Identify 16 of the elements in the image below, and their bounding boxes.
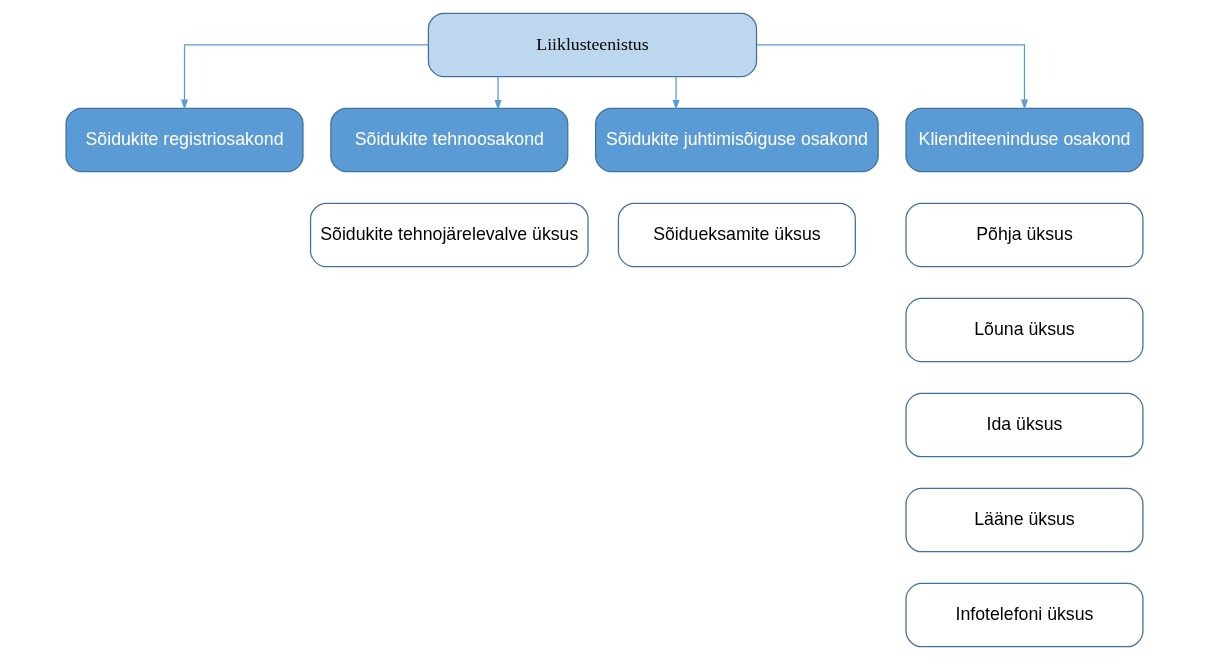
node-box: Lõuna üksus [905, 297, 1144, 363]
arrow [494, 76, 502, 111]
node-box: Sõidukite juhtimisõiguse osakond [595, 107, 879, 173]
node-box: Sõidukite tehnoosakond [330, 107, 569, 173]
node-box: Ida üksus [905, 392, 1144, 458]
node-box: Sõidukite tehnojärelevalve üksus [309, 202, 589, 268]
node-box: Liiklusteenistus [427, 12, 758, 78]
node-box: Infotelefoni üksus [905, 582, 1144, 648]
arrow [756, 44, 1029, 110]
node-box: Põhja üksus [905, 202, 1144, 268]
node-box: Lääne üksus [905, 487, 1144, 553]
arrow [672, 76, 680, 111]
node-box: Sõidueksamite üksus [617, 202, 856, 268]
arrow [180, 44, 429, 110]
node-box: Klienditeeninduse osakond [905, 107, 1144, 173]
node-box: Sõidukite registriosakond [65, 107, 304, 173]
